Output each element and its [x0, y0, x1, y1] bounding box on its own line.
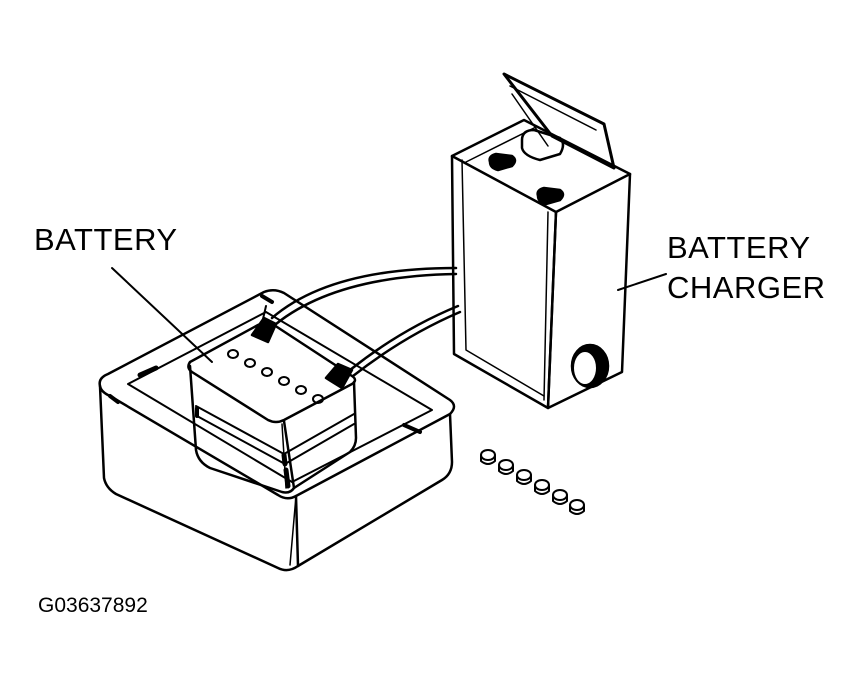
battery-tray: [98, 289, 456, 572]
label-charger-line2: CHARGER: [667, 270, 826, 305]
charger-cables: [270, 266, 462, 378]
leader-line-battery: [111, 267, 213, 363]
label-battery-charger: BATTERY CHARGER: [667, 228, 826, 308]
figure-id: G03637892: [38, 594, 148, 617]
battery-cell-caps: [227, 349, 324, 404]
label-battery: BATTERY: [34, 222, 178, 257]
removed-cell-caps: [480, 449, 585, 515]
clamp-positive: [324, 362, 354, 390]
clamp-negative: [250, 305, 278, 344]
battery-charger: [450, 72, 632, 410]
leader-line-charger: [617, 273, 667, 291]
charger-knob: [570, 343, 610, 389]
battery: [187, 305, 358, 494]
label-charger-line1: BATTERY: [667, 230, 811, 265]
